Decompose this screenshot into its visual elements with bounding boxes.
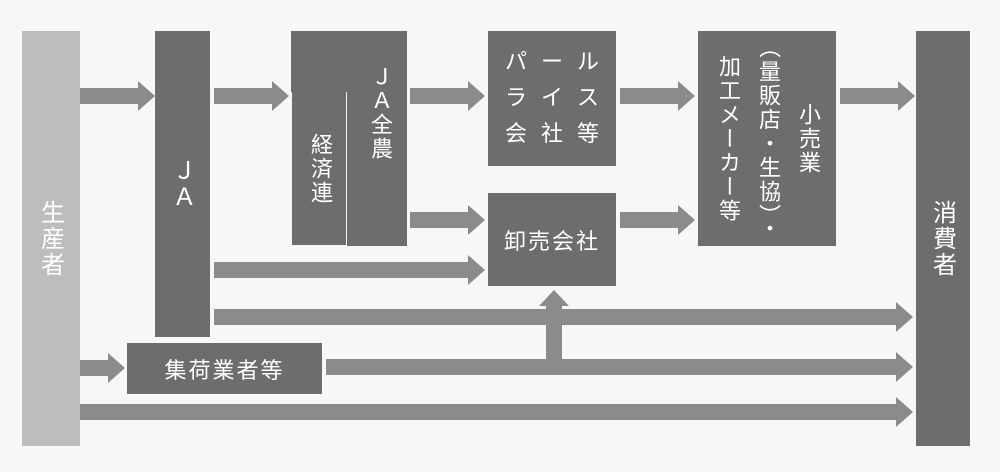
packer-char: 会 xyxy=(504,121,527,147)
packer-char: ラ xyxy=(504,85,527,111)
retail-col-3: 加工メーカー等 xyxy=(715,54,740,223)
arrow-ja-to-consumer xyxy=(214,302,913,332)
consumer-label: 消費者 xyxy=(928,199,957,278)
producer-label: 生産者 xyxy=(36,199,65,278)
arrow-zennoh-to-packer xyxy=(410,81,485,111)
packer-label-grid: パ ー ル ラ イ ス 会 社 等 xyxy=(498,50,606,148)
retail-col-2: （量販店・生協）・ xyxy=(755,36,780,241)
wholesale-company-box: 卸売会社 xyxy=(488,193,616,286)
collector-label: 集荷業者等 xyxy=(164,358,285,384)
collector-box: 集荷業者等 xyxy=(127,343,322,394)
arrow-ja-to-zennoh xyxy=(214,81,289,111)
arrow-collector-to-wholesale xyxy=(539,290,569,359)
arrow-producer-to-collector xyxy=(80,353,125,383)
ja-box: ＪＡ xyxy=(155,31,210,337)
arrow-producer-to-consumer xyxy=(80,397,913,427)
packer-char: ル xyxy=(576,49,599,75)
ja-zennoh-box: ＪＡ全農 経済連 xyxy=(291,31,407,246)
arrow-retail-to-consumer xyxy=(840,81,915,111)
arrow-collector-to-consumer xyxy=(326,352,913,382)
packer-char: パ xyxy=(504,49,527,75)
arrow-wholesale-to-retail xyxy=(620,205,695,235)
packer-company-box: パ ー ル ラ イ ス 会 社 等 xyxy=(488,31,616,166)
ja-label: ＪＡ xyxy=(168,158,196,210)
keizairen-box: 経済連 xyxy=(291,92,347,246)
packer-char: 等 xyxy=(576,121,599,147)
consumer-box: 消費者 xyxy=(916,31,970,446)
ja-zennoh-label: ＪＡ全農 xyxy=(367,65,392,161)
producer-box: 生産者 xyxy=(22,31,80,446)
wholesale-label: 卸売会社 xyxy=(503,229,600,255)
retail-col-1: 小売業 xyxy=(795,102,820,175)
retail-label: 小売業 （量販店・生協）・ 加工メーカー等 xyxy=(711,36,823,241)
packer-char: ー xyxy=(540,49,563,75)
packer-char: 社 xyxy=(540,121,563,147)
arrow-zennoh-to-wholesale xyxy=(410,205,485,235)
retail-box: 小売業 （量販店・生協）・ 加工メーカー等 xyxy=(698,31,836,246)
packer-char: イ xyxy=(540,85,563,111)
keizairen-label: 経済連 xyxy=(307,132,332,205)
arrow-packer-to-retail xyxy=(620,81,695,111)
arrow-ja-to-wholesale xyxy=(214,255,485,285)
arrow-producer-to-ja xyxy=(80,81,155,111)
packer-char: ス xyxy=(576,85,599,111)
